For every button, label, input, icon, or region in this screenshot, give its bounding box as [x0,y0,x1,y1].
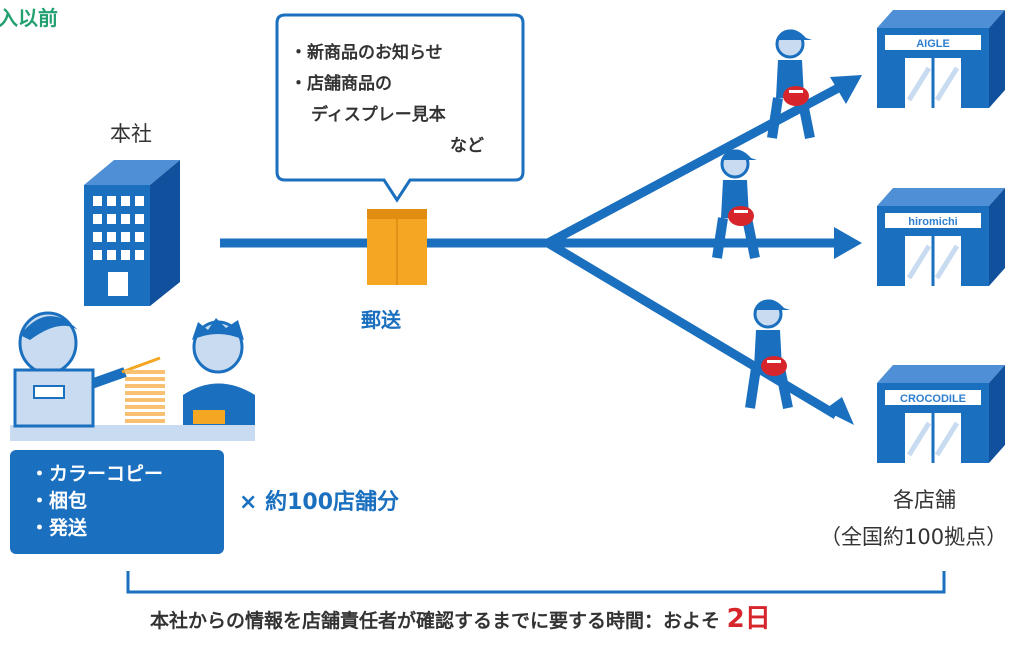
corner-label: 入以前 [0,6,58,30]
hq-label: 本社 [110,122,152,146]
task-box [10,450,224,554]
footer-text: 本社からの情報を店舗責任者が確認するまでに要する時間：およそ [150,610,721,632]
store-building-icon: CROCODILE [877,365,1005,463]
arrowhead-lower [824,397,854,425]
task-item: ・発送 [30,517,88,539]
bubble-item: ディスプレー見本 [311,105,446,125]
store-building-icon: AIGLE [877,10,1005,108]
store-sign-hiromichi: hiromichi [908,216,958,228]
mail-carrier-icon [712,149,760,259]
hq-building-icon [84,160,180,306]
multiplier-label: × 約100店舗分 [239,490,400,515]
timeline-bracket [126,571,946,594]
lower-branch-line [545,239,839,419]
bubble-item: など [450,136,484,156]
arrowhead-upper [830,75,862,104]
store-sign-crocodile: CROCODILE [900,393,966,405]
stores-subtitle: （全国約100拠点） [820,525,1008,549]
bubble-content-list: ・新商品のお知らせ ・店舗商品の ディスプレー見本 など [290,38,484,162]
bubble-item: ・新商品のお知らせ [290,43,443,63]
stores-title: 各店舗 [893,488,956,512]
store-building-icon: hiromichi [877,188,1005,286]
speech-bubble [275,13,525,203]
task-item: ・梱包 [30,490,88,512]
footer-highlight: 2日 [726,604,771,634]
mail-carrier-icon [767,29,815,139]
task-list: ・カラーコピー ・梱包 ・発送 [30,461,163,542]
store-sign-aigle: AIGLE [916,38,950,50]
upper-branch-line [545,82,845,247]
envelope-icon [367,209,427,285]
footer-caption: 本社からの情報を店舗責任者が確認するまでに要する時間：およそ 2日 [150,598,771,635]
mail-label: 郵送 [361,308,401,332]
arrowhead-middle [834,227,862,259]
office-workers-illustration [10,311,255,441]
task-item: ・カラーコピー [30,463,164,485]
bubble-item: ・店舗商品の [290,74,392,94]
mail-carrier-icon [745,299,793,409]
